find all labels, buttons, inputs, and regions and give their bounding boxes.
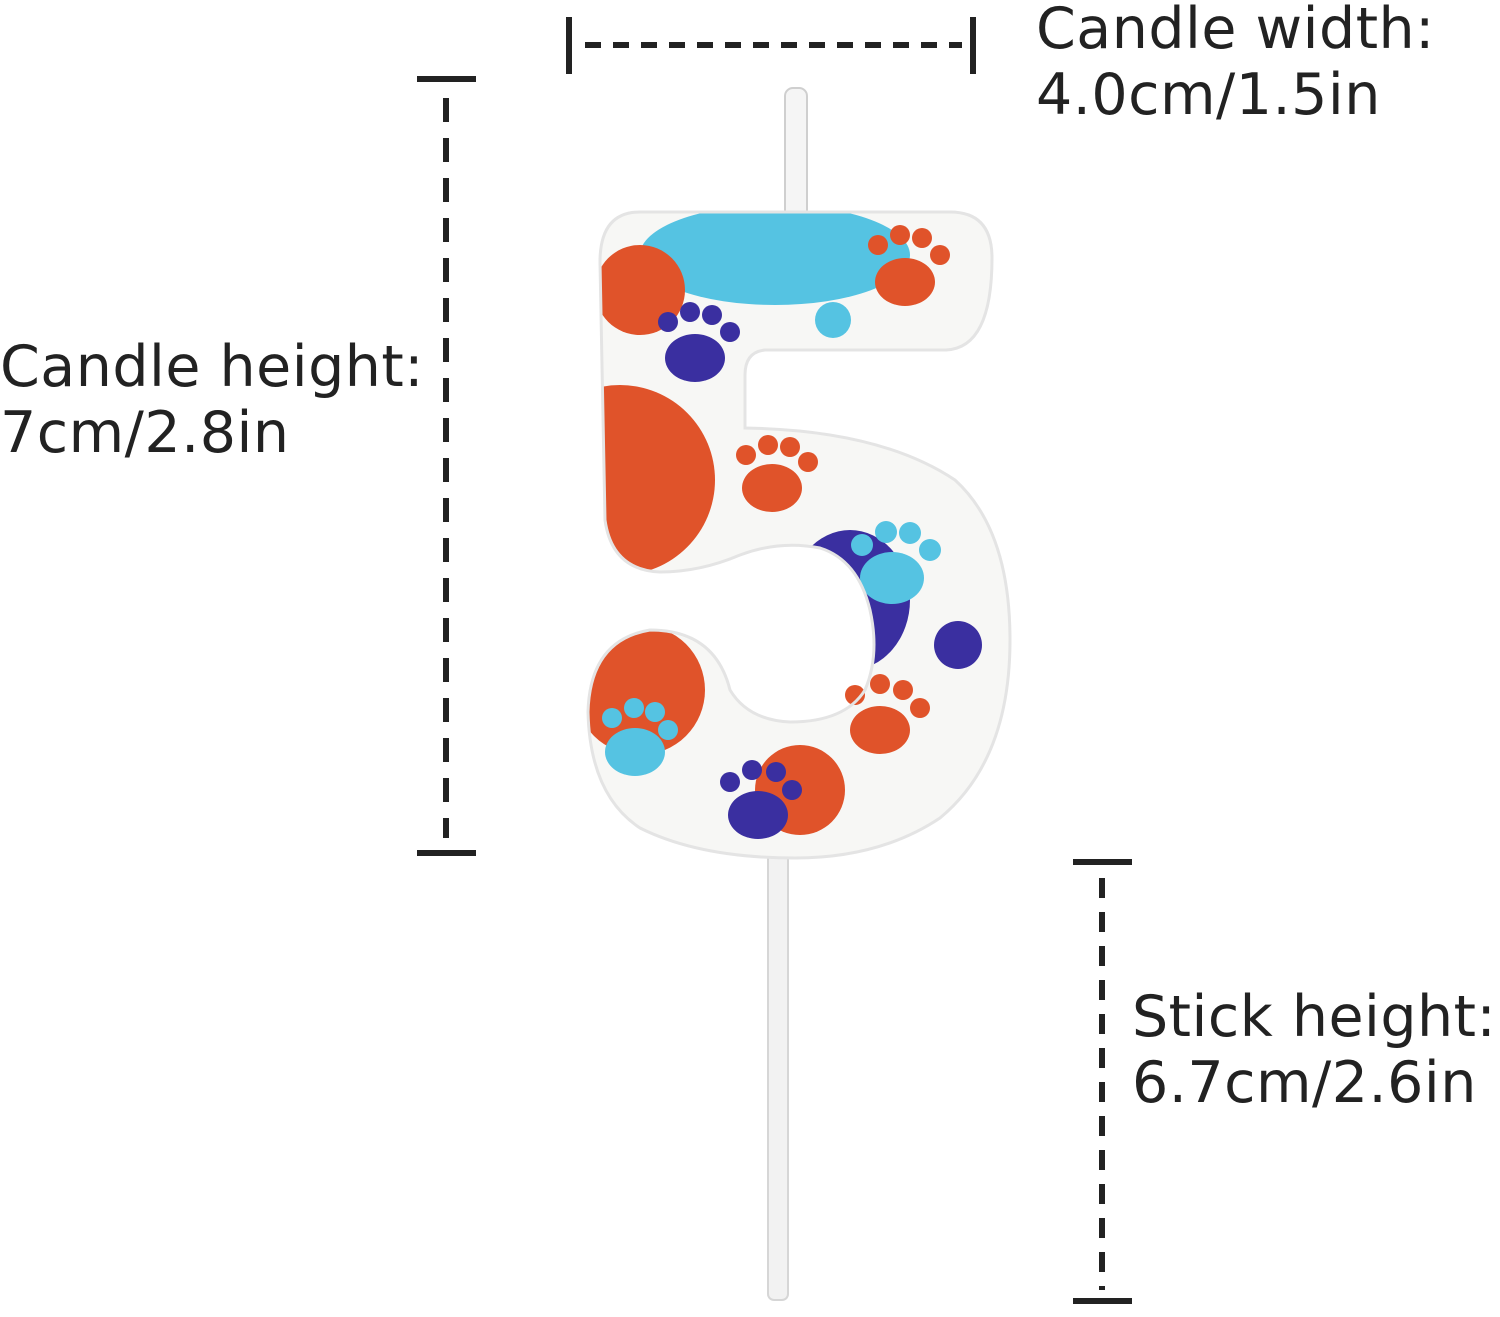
candle-width-label: Candle width: 4.0cm/1.5in — [1036, 0, 1435, 128]
stick-height-label: Stick height: 6.7cm/2.6in — [1132, 984, 1496, 1116]
candle-height-title: Candle height: — [0, 334, 424, 400]
paw-print-icon — [736, 435, 818, 512]
candle-height-value: 7cm/2.8in — [0, 400, 290, 466]
width-dimension-line — [566, 17, 976, 74]
height-dimension-line — [417, 76, 476, 856]
candle-width-title: Candle width: — [1036, 0, 1435, 62]
paw-print-icon — [851, 521, 941, 604]
paw-print-icon — [845, 674, 930, 754]
candle-height-label: Candle height: 7cm/2.8in — [0, 334, 424, 466]
candle-width-value: 4.0cm/1.5in — [1036, 62, 1381, 128]
paw-print-icon — [602, 698, 678, 776]
stick-height-value: 6.7cm/2.6in — [1132, 1050, 1477, 1116]
stick-height-title: Stick height: — [1132, 984, 1497, 1050]
paw-print-icon — [658, 302, 740, 382]
paw-print-icon — [868, 225, 950, 306]
stick-dimension-line — [1073, 859, 1132, 1304]
paw-print-icon — [720, 760, 802, 839]
candle-stick — [767, 849, 789, 1301]
candle-wick — [784, 87, 808, 229]
